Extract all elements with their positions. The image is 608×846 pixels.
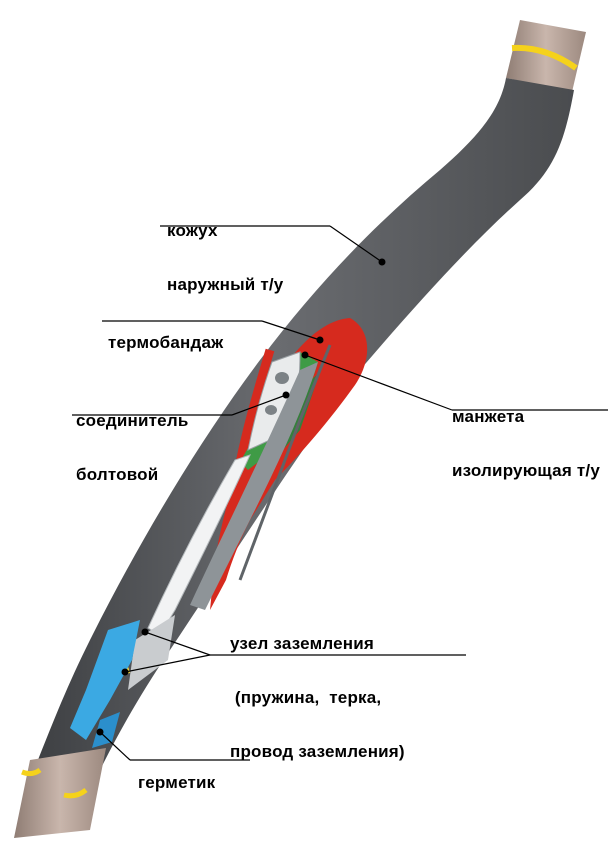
- leader-connector-dot: [283, 392, 290, 399]
- label-bolted-connector-line-1: соединитель: [76, 412, 188, 430]
- leader-grounding-dot-1: [142, 629, 149, 636]
- label-outer-casing-line-1: кожух: [167, 222, 283, 240]
- label-grounding-unit-line-2: (пружина, терка,: [230, 689, 405, 707]
- connector-bolt-2: [265, 405, 277, 415]
- label-insulating-sleeve: манжета изолирующая т/у: [452, 372, 600, 516]
- label-grounding-unit: узел заземления (пружина, терка, провод …: [230, 599, 405, 797]
- leader-sleeve-dot: [302, 352, 309, 359]
- connector-bolt-1: [275, 372, 289, 384]
- label-heat-bandage: термобандаж: [108, 298, 223, 388]
- label-bolted-connector: соединитель болтовой: [76, 376, 188, 520]
- leader-grounding-dot-2: [122, 669, 129, 676]
- label-grounding-unit-line-3: провод заземления): [230, 743, 405, 761]
- label-bolted-connector-line-2: болтовой: [76, 466, 188, 484]
- label-insulating-sleeve-line-1: манжета: [452, 408, 600, 426]
- leader-sealant-dot: [97, 729, 104, 736]
- label-grounding-unit-line-1: узел заземления: [230, 635, 405, 653]
- label-sealant: герметик: [138, 738, 215, 828]
- label-heat-bandage-line-1: термобандаж: [108, 334, 223, 352]
- leader-heat-bandage-dot: [317, 337, 324, 344]
- label-sealant-line-1: герметик: [138, 774, 215, 792]
- label-insulating-sleeve-line-2: изолирующая т/у: [452, 462, 600, 480]
- label-outer-casing-line-2: наружный т/у: [167, 276, 283, 294]
- cable-end-bottom: [14, 748, 106, 838]
- leader-outer-casing-dot: [379, 259, 386, 266]
